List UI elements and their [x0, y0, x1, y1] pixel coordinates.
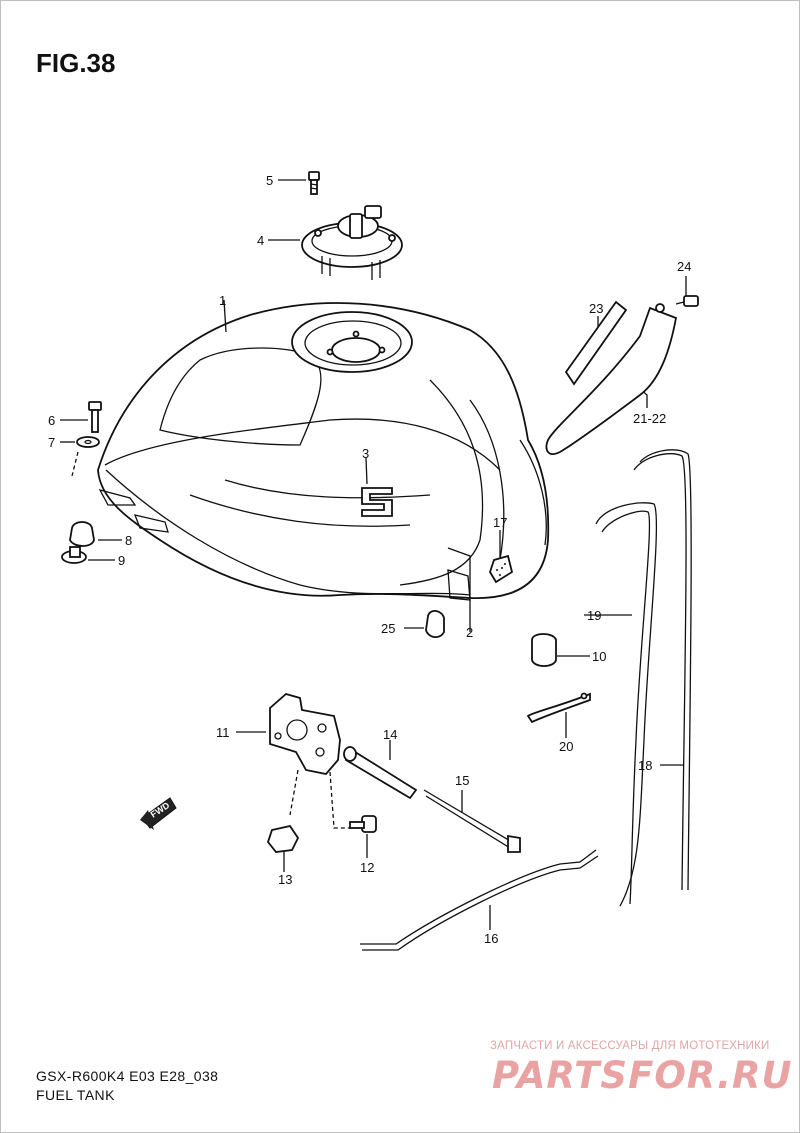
part-13-nut — [266, 824, 300, 872]
part-15-bolt — [423, 789, 521, 853]
callout-20: 20 — [559, 739, 573, 754]
callout-2: 2 — [466, 625, 473, 640]
callout-23: 23 — [589, 301, 603, 316]
part-24-screw — [675, 276, 699, 307]
label-leaders — [223, 299, 471, 632]
part-12-bolt — [349, 815, 377, 858]
callout-18: 18 — [638, 758, 652, 773]
part-11-bracket — [236, 693, 350, 829]
part-25-cushion — [404, 610, 445, 638]
part-6-bolt — [60, 401, 102, 433]
part-8-grommet — [69, 521, 122, 547]
part-7-washer — [60, 436, 100, 477]
callout-labels: 1 2 3 4 5 6 7 8 9 10 11 12 13 14 15 16 1… — [48, 173, 691, 946]
part-5-bolt — [278, 171, 320, 195]
part-4-fuel-cap — [268, 205, 403, 280]
callout-8: 8 — [125, 533, 132, 548]
callout-12: 12 — [360, 860, 374, 875]
callout-16: 16 — [484, 931, 498, 946]
part-20-bracket — [526, 692, 591, 738]
part-19-hose — [584, 502, 658, 907]
part-17-plate — [489, 530, 514, 584]
part-10-cushion — [531, 633, 590, 667]
part-2-leader — [447, 547, 471, 624]
diagram-title: FUEL TANK — [36, 1087, 115, 1103]
part-3-emblem — [361, 457, 393, 517]
figure-number: FIG.38 — [36, 48, 116, 78]
callout-14: 14 — [383, 727, 397, 742]
callout-15: 15 — [455, 773, 469, 788]
callout-25: 25 — [381, 621, 395, 636]
callout-11: 11 — [216, 725, 230, 740]
callout-5: 5 — [266, 173, 273, 188]
part-1-fuel-tank — [97, 302, 550, 601]
part-18-hose — [633, 449, 692, 891]
part-9-collar — [61, 546, 115, 564]
watermark-logo: PARTSFOR.RU — [492, 1054, 793, 1097]
callout-21-22: 21-22 — [633, 411, 666, 426]
callout-9: 9 — [118, 553, 125, 568]
callout-13: 13 — [278, 872, 292, 887]
part-14-collar — [343, 740, 418, 800]
callout-19: 19 — [587, 608, 601, 623]
callout-7: 7 — [48, 435, 55, 450]
part-16-rod — [360, 849, 599, 951]
watermark-tagline: ЗАПЧАСТИ И АКСЕССУАРЫ ДЛЯ МОТОТЕХНИКИ — [490, 1040, 770, 1052]
part-23-pad — [564, 300, 628, 386]
callout-24: 24 — [677, 259, 691, 274]
callout-17: 17 — [493, 515, 507, 530]
fwd-direction-marker: FWD — [140, 797, 177, 830]
callout-10: 10 — [592, 649, 606, 664]
part-21-22-bracket — [545, 303, 678, 455]
callout-6: 6 — [48, 413, 55, 428]
callout-3: 3 — [362, 446, 369, 461]
callout-4: 4 — [257, 233, 264, 248]
model-code: GSX-R600K4 E03 E28_038 — [36, 1068, 219, 1084]
callout-1: 1 — [219, 293, 226, 308]
